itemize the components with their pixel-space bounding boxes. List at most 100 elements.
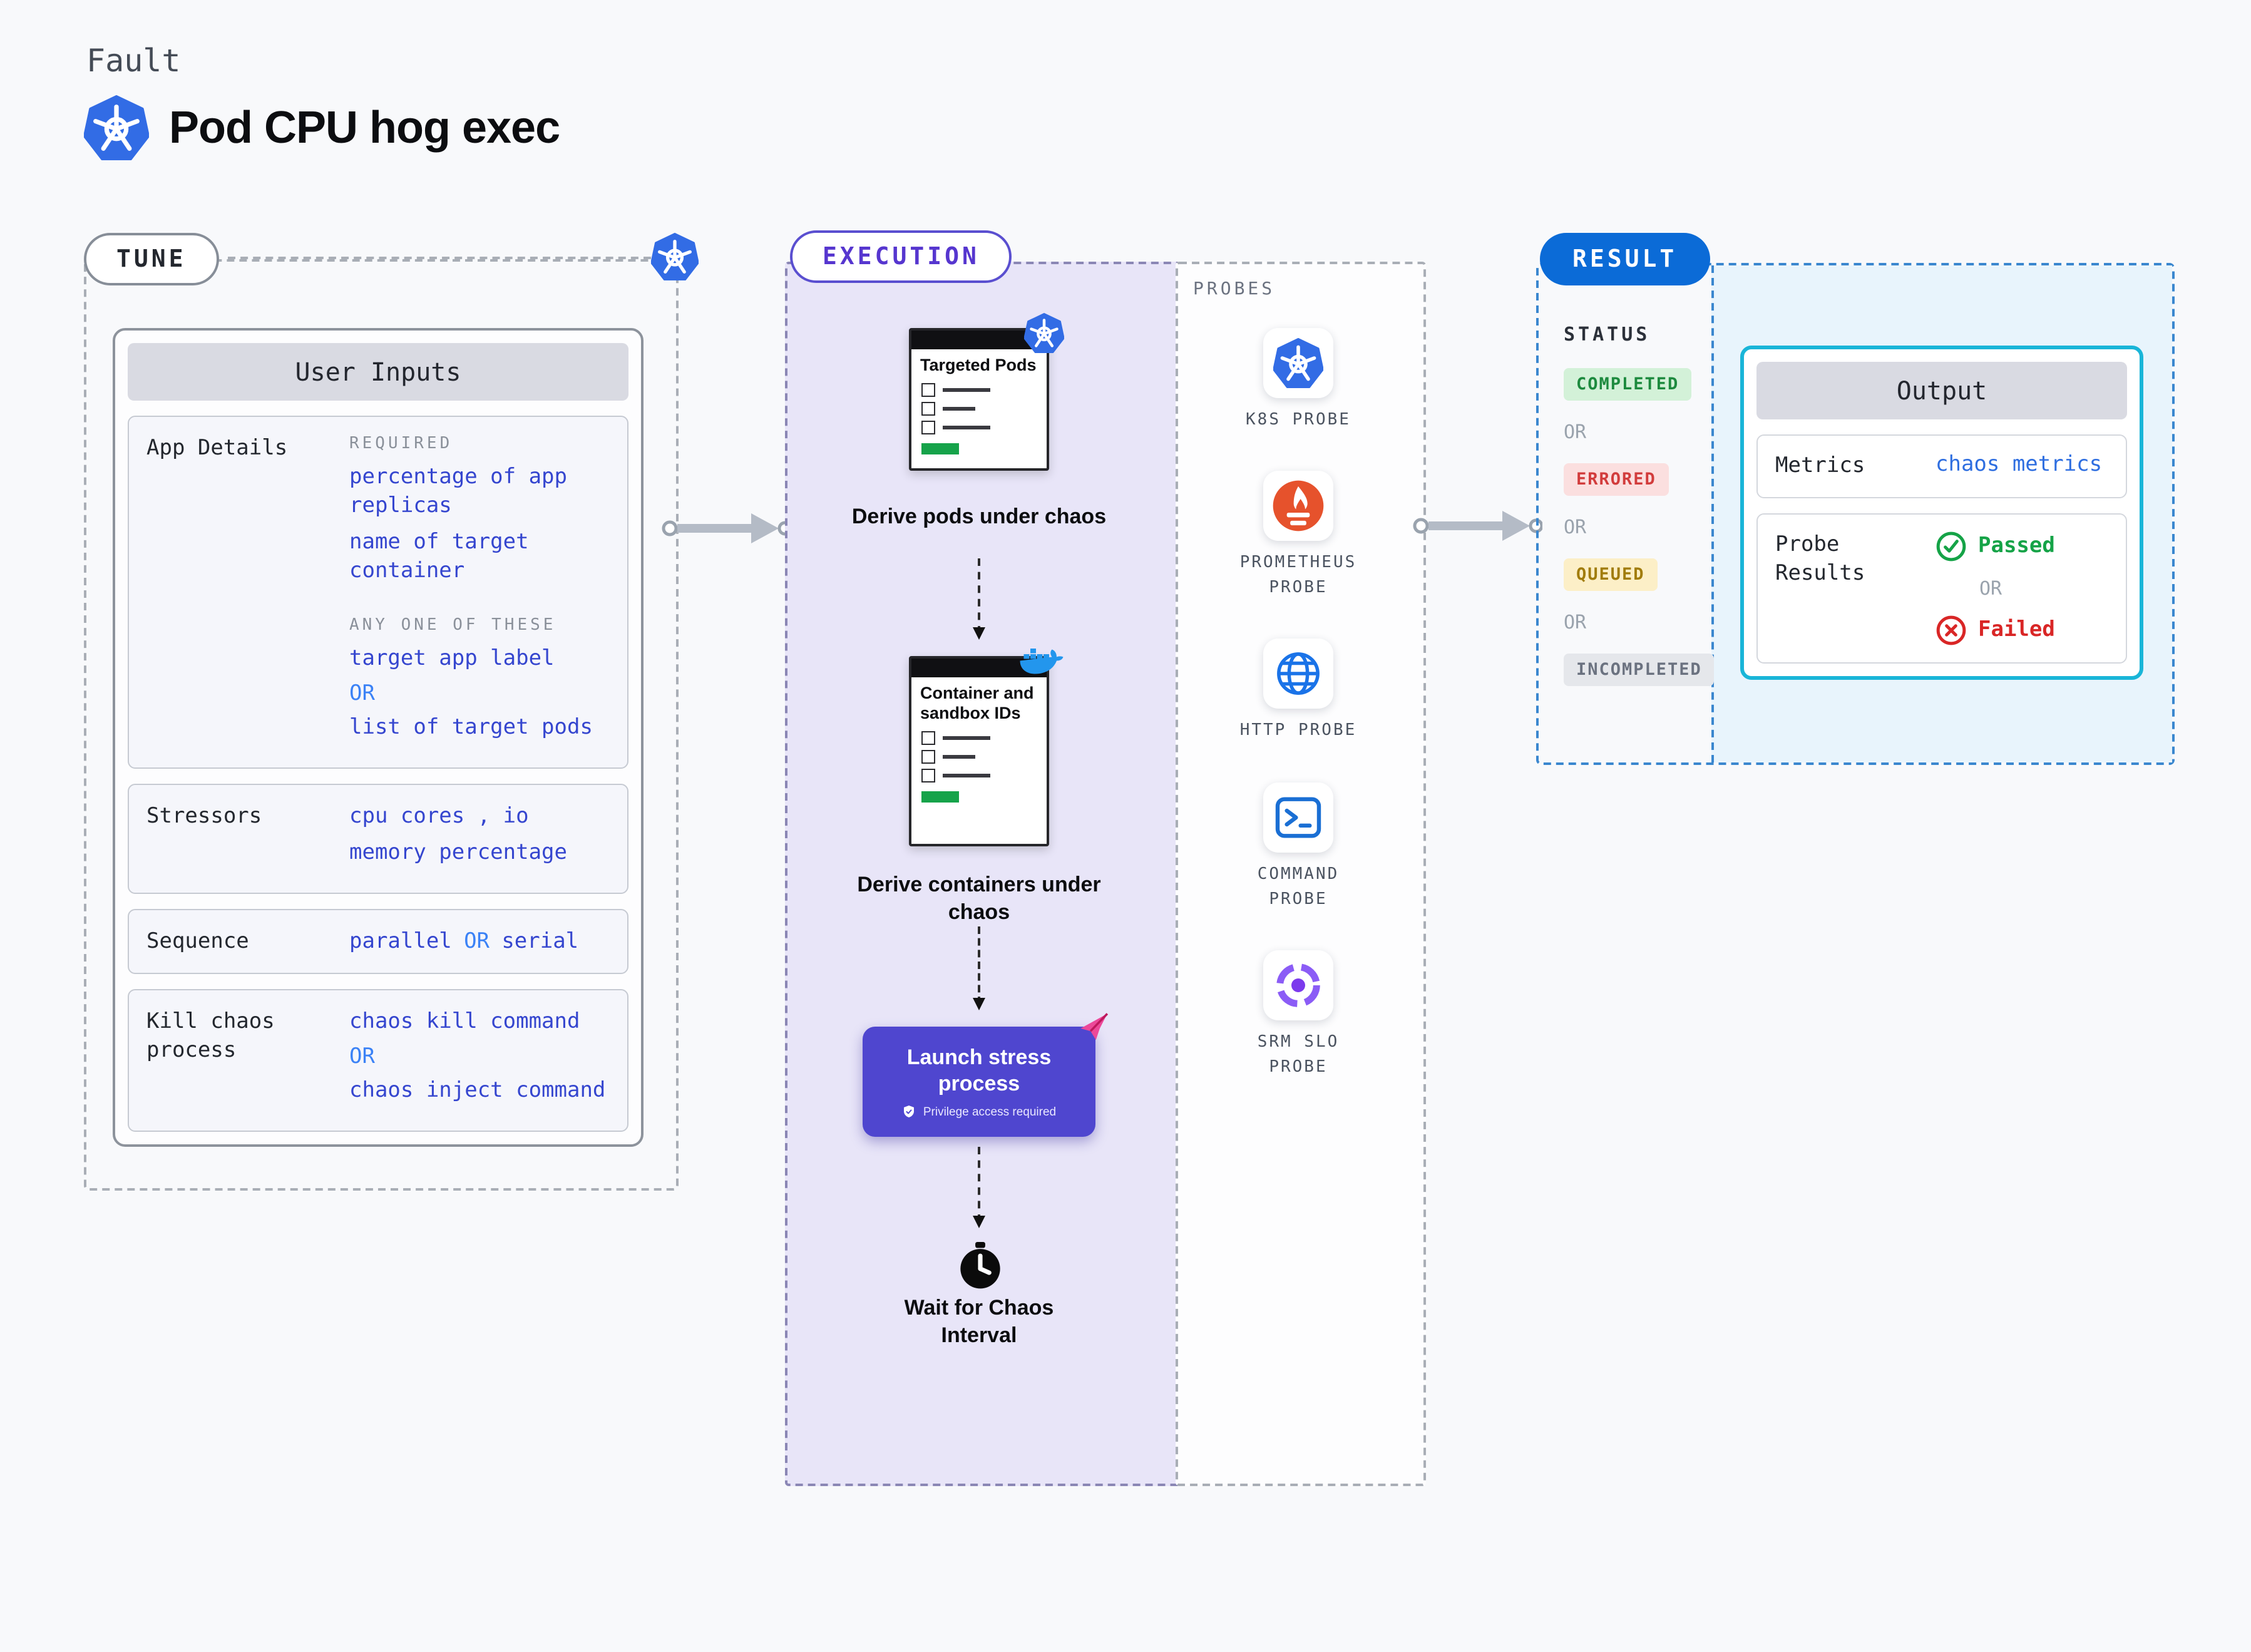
or-text: OR <box>1564 516 1587 538</box>
tune-label: TUNE <box>84 233 219 285</box>
output-header: Output <box>1756 362 2127 419</box>
doc-title: Targeted Pods <box>920 356 1037 374</box>
step-caption: Derive containers under chaos <box>857 873 1101 925</box>
or-text: OR <box>1564 611 1587 634</box>
sequence-value: serial <box>501 928 579 953</box>
fault-kicker: Fault <box>86 43 181 79</box>
app-details-label: App Details <box>146 436 288 461</box>
sequence-values: parallel OR serial <box>342 910 627 973</box>
flow-arrow-down <box>973 926 985 1010</box>
chaos-icon <box>1076 1010 1113 1047</box>
kill-chaos-row: Kill chaos process chaos kill command OR… <box>128 989 628 1132</box>
page-title: Pod CPU hog exec <box>169 101 560 153</box>
doc-checklist-row <box>921 749 1047 764</box>
user-inputs-card: User Inputs App Details REQUIRED percent… <box>113 328 644 1147</box>
or-text: OR <box>464 928 490 953</box>
probe-name: PROMETHEUS PROBE <box>1239 553 1357 598</box>
kubernetes-icon <box>651 233 699 280</box>
output-card: Output Metrics chaos metrics Probe Resul… <box>1740 346 2143 680</box>
kubernetes-icon <box>1263 328 1333 398</box>
privilege-note-text: Privilege access required <box>923 1105 1057 1119</box>
container-ids-doc: Container and sandbox IDs <box>909 656 1049 846</box>
probe-results-values: Passed OR Failed <box>1928 515 2126 662</box>
doc-header-bar <box>911 331 1047 349</box>
cross-circle-icon <box>1936 615 1967 646</box>
probe-name: HTTP PROBE <box>1239 721 1357 741</box>
any-one-item: target app label <box>349 645 555 671</box>
doc-checklist-row <box>921 382 1047 397</box>
app-details-row: App Details REQUIRED percentage of app r… <box>128 416 628 769</box>
shield-icon <box>902 1105 917 1120</box>
clock-icon <box>956 1242 1004 1290</box>
prometheus-icon <box>1263 471 1333 541</box>
probes-label: PROBES <box>1193 279 1276 299</box>
probe-item: PROMETHEUS PROBE <box>1223 471 1373 602</box>
status-heading: STATUS <box>1564 323 1651 346</box>
probe-item: K8S PROBE <box>1223 328 1373 433</box>
stressors-row: Stressors cpu cores , io memory percenta… <box>128 783 628 893</box>
title-row: Pod CPU hog exec <box>84 95 560 160</box>
doc-title: Container and sandbox IDs <box>920 684 1034 722</box>
status-badge-completed: COMPLETED <box>1564 368 1692 401</box>
required-item: name of target container <box>349 529 529 583</box>
launch-stress-button: Launch stress process Privilege access r… <box>863 1027 1095 1137</box>
passed-text: Passed <box>1978 533 2055 559</box>
probe-name: COMMAND PROBE <box>1257 864 1340 909</box>
stressors-value: cpu cores , io <box>349 803 529 829</box>
flow-arrow-down <box>973 1147 985 1228</box>
any-one-heading: ANY ONE OF THESE <box>349 615 556 635</box>
status-badge-incompleted: INCOMPLETED <box>1564 654 1715 686</box>
execution-label: EXECUTION <box>790 230 1012 283</box>
status-badge-errored: ERRORED <box>1564 463 1669 496</box>
check-circle-icon <box>1936 531 1967 562</box>
or-text: OR <box>1979 577 2002 600</box>
sequence-row: Sequence parallel OR serial <box>128 908 628 975</box>
privilege-note: Privilege access required <box>902 1105 1056 1120</box>
probe-name: K8S PROBE <box>1246 411 1351 429</box>
user-inputs-header: User Inputs <box>128 343 628 401</box>
probe-name: SRM SLO PROBE <box>1257 1032 1340 1077</box>
doc-checklist-row <box>921 401 1047 416</box>
status-badge-queued: QUEUED <box>1564 558 1658 591</box>
probes-list: K8S PROBE PROMETHEUS PROBE HTTP PROBE CO… <box>1176 328 1421 1118</box>
probe-item: SRM SLO PROBE <box>1223 950 1373 1081</box>
docker-icon <box>1019 641 1064 675</box>
required-heading: REQUIRED <box>349 434 453 453</box>
tune-section-box <box>84 259 679 1191</box>
terminal-icon <box>1263 782 1333 853</box>
step-caption: Derive pods under chaos <box>851 505 1107 528</box>
stressors-label: Stressors <box>146 803 262 829</box>
probe-results-label: Probe Results <box>1775 531 1865 586</box>
sequence-label: Sequence <box>146 928 249 953</box>
or-text: OR <box>349 1044 375 1070</box>
metrics-row: Metrics chaos metrics <box>1756 434 2127 498</box>
progress-bar <box>921 443 959 454</box>
kubernetes-icon <box>1024 313 1064 353</box>
probe-item: HTTP PROBE <box>1223 639 1373 744</box>
app-details-values: REQUIRED percentage of app replicas name… <box>342 417 627 767</box>
gauge-icon <box>1263 950 1333 1020</box>
any-one-item: list of target pods <box>349 714 593 740</box>
metrics-value: chaos metrics <box>1936 452 2103 477</box>
kill-chaos-values: chaos kill command OR chaos inject comma… <box>342 991 627 1131</box>
kubernetes-icon <box>84 95 149 160</box>
step-caption: Wait for Chaos Interval <box>904 1296 1054 1348</box>
stressors-values: cpu cores , io memory percentage <box>342 784 627 892</box>
tune-to-execution-arrow <box>662 513 791 543</box>
doc-checklist-row <box>921 731 1047 745</box>
metrics-label: Metrics <box>1775 453 1865 478</box>
failed-line: Failed <box>1936 615 2118 646</box>
probe-results-row: Probe Results Passed OR Failed <box>1756 513 2127 664</box>
flow-arrow-down <box>973 558 985 640</box>
status-column: STATUS COMPLETED OR ERRORED OR QUEUED OR… <box>1564 323 1715 686</box>
stressors-value: memory percentage <box>349 839 567 865</box>
sequence-value: parallel <box>349 928 452 953</box>
required-item: percentage of app replicas <box>349 464 567 518</box>
targeted-pods-doc: Targeted Pods <box>909 328 1049 471</box>
progress-bar <box>921 791 959 803</box>
result-label: RESULT <box>1540 233 1710 285</box>
probe-item: COMMAND PROBE <box>1223 782 1373 913</box>
launch-stress-label: Launch stress process <box>906 1045 1052 1096</box>
tune-connector-line <box>228 257 651 259</box>
